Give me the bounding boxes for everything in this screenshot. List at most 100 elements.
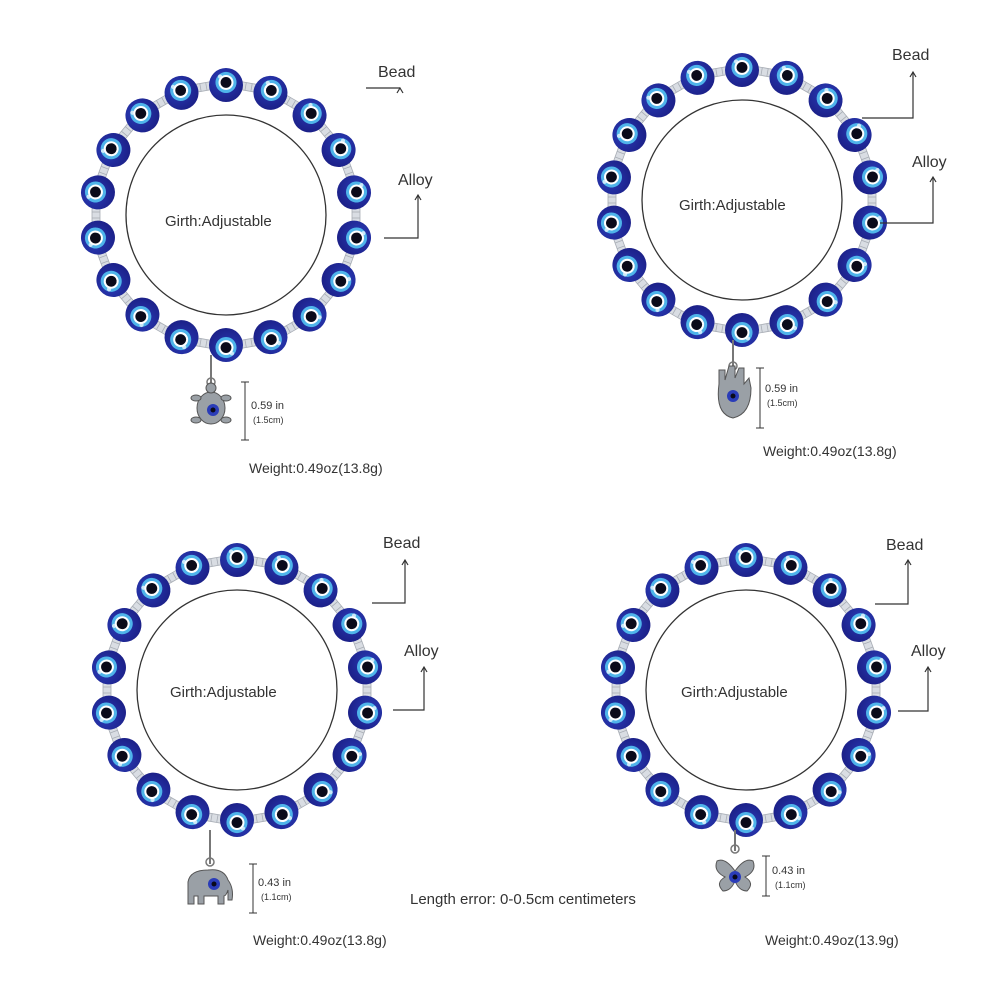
alloy-label: Alloy	[398, 172, 433, 189]
girth-circle	[645, 589, 847, 791]
evil-eye-bead-icon	[680, 60, 715, 95]
charm-size-cm: (1.5cm)	[253, 415, 284, 425]
evil-eye-bead-icon	[612, 248, 647, 282]
evil-eye-bead-icon	[264, 795, 299, 830]
girth-circle	[125, 114, 327, 316]
alloy-leader-line	[384, 195, 419, 239]
evil-eye-bead-icon	[209, 328, 243, 362]
evil-eye-bead-icon	[96, 133, 131, 167]
alloy-spacer-icon	[250, 812, 269, 824]
alloy-spacer-icon	[710, 322, 729, 334]
alloy-spacer-icon	[352, 636, 366, 655]
evil-eye-bead-icon	[253, 75, 288, 110]
evil-eye-bead-icon	[164, 320, 199, 355]
charm-size-inches: 0.43 in	[772, 865, 806, 877]
girth-circle	[641, 99, 843, 301]
evil-eye-bead-icon	[80, 175, 115, 210]
evil-eye-bead-icon	[136, 573, 171, 608]
girth-label: Girth:Adjustable	[679, 197, 786, 214]
evil-eye-bead-icon	[91, 650, 126, 685]
bracelet-drawing	[596, 53, 937, 429]
evil-eye-bead-icon	[220, 803, 254, 837]
bead-leader-line	[372, 560, 406, 604]
elephant-charm-icon	[187, 869, 233, 905]
evil-eye-bead-icon	[596, 205, 631, 240]
evil-eye-bead-icon	[812, 573, 847, 608]
evil-eye-bead-icon	[303, 573, 338, 608]
turtle-charm-icon	[190, 382, 232, 425]
butterfly-charm-icon	[715, 859, 755, 892]
length-error-note: Length error: 0-0.5cm centimeters	[410, 891, 636, 908]
evil-eye-bead-icon	[136, 772, 171, 807]
evil-eye-bead-icon	[612, 118, 647, 152]
arrow-up-icon	[904, 558, 912, 566]
evil-eye-bead-icon	[769, 305, 804, 340]
evil-eye-bead-icon	[337, 220, 372, 255]
evil-eye-bead-icon	[769, 60, 804, 95]
bracelet-drawing	[91, 543, 428, 914]
arrow-up-icon	[396, 86, 404, 94]
evil-eye-bead-icon	[220, 543, 254, 577]
evil-eye-bead-icon	[841, 608, 876, 642]
alloy-spacer-icon	[152, 95, 170, 110]
evil-eye-bead-icon	[729, 543, 763, 577]
evil-eye-bead-icon	[80, 220, 115, 255]
evil-eye-bead-icon	[91, 695, 126, 730]
evil-eye-bead-icon	[853, 205, 888, 240]
charm-loop	[205, 857, 215, 867]
evil-eye-bead-icon	[107, 738, 142, 772]
charm-size-inches: 0.43 in	[258, 877, 292, 889]
weight-label: Weight:0.49oz(13.8g)	[249, 460, 383, 476]
evil-eye-bead-icon	[164, 75, 199, 110]
alloy-spacer-icon	[108, 725, 122, 744]
evil-eye-bead-icon	[857, 695, 892, 730]
evil-eye-bead-icon	[725, 313, 759, 347]
evil-eye-bead-icon	[337, 175, 372, 210]
evil-eye-bead-icon	[596, 160, 631, 195]
girth-circle	[136, 589, 338, 791]
evil-eye-bead-icon	[837, 118, 872, 152]
evil-eye-bead-icon	[175, 550, 210, 585]
hamsa-hand-charm-icon	[717, 365, 752, 419]
evil-eye-bead-icon	[773, 795, 808, 830]
alloy-label: Alloy	[911, 643, 946, 660]
evil-eye-bead-icon	[107, 608, 142, 642]
evil-eye-bead-icon	[264, 550, 299, 585]
evil-eye-bead-icon	[729, 803, 763, 837]
charm-size-cm: (1.5cm)	[767, 398, 798, 408]
evil-eye-bead-icon	[321, 133, 356, 167]
evil-eye-bead-icon	[292, 297, 327, 332]
evil-eye-bead-icon	[209, 68, 243, 102]
weight-label: Weight:0.49oz(13.8g)	[253, 932, 387, 948]
alloy-leader-line	[880, 177, 934, 224]
evil-eye-bead-icon	[332, 738, 367, 772]
evil-eye-bead-icon	[841, 738, 876, 772]
evil-eye-bead-icon	[812, 772, 847, 807]
alloy-leader-line	[898, 667, 929, 712]
arrow-up-icon	[924, 665, 932, 673]
evil-eye-bead-icon	[680, 305, 715, 340]
alloy-spacer-icon	[239, 337, 258, 349]
arrow-up-icon	[420, 665, 428, 673]
evil-eye-bead-icon	[600, 695, 635, 730]
evil-eye-bead-icon	[641, 83, 676, 118]
evil-eye-bead-icon	[348, 695, 383, 730]
evil-eye-bead-icon	[348, 650, 383, 685]
bead-label: Bead	[886, 537, 924, 554]
bead-label: Bead	[378, 64, 416, 81]
evil-eye-bead-icon	[303, 772, 338, 807]
evil-eye-bead-icon	[725, 53, 759, 87]
evil-eye-bead-icon	[857, 650, 892, 685]
girth-label: Girth:Adjustable	[170, 684, 277, 701]
evil-eye-bead-icon	[773, 550, 808, 585]
evil-eye-bead-icon	[645, 772, 680, 807]
arrow-up-icon	[401, 558, 409, 566]
alloy-label: Alloy	[912, 154, 947, 171]
charm-size-cm: (1.1cm)	[261, 892, 292, 902]
girth-label: Girth:Adjustable	[165, 213, 272, 230]
evil-eye-bead-icon	[332, 608, 367, 642]
arrow-up-icon	[414, 193, 422, 201]
bead-leader-line	[875, 560, 909, 605]
